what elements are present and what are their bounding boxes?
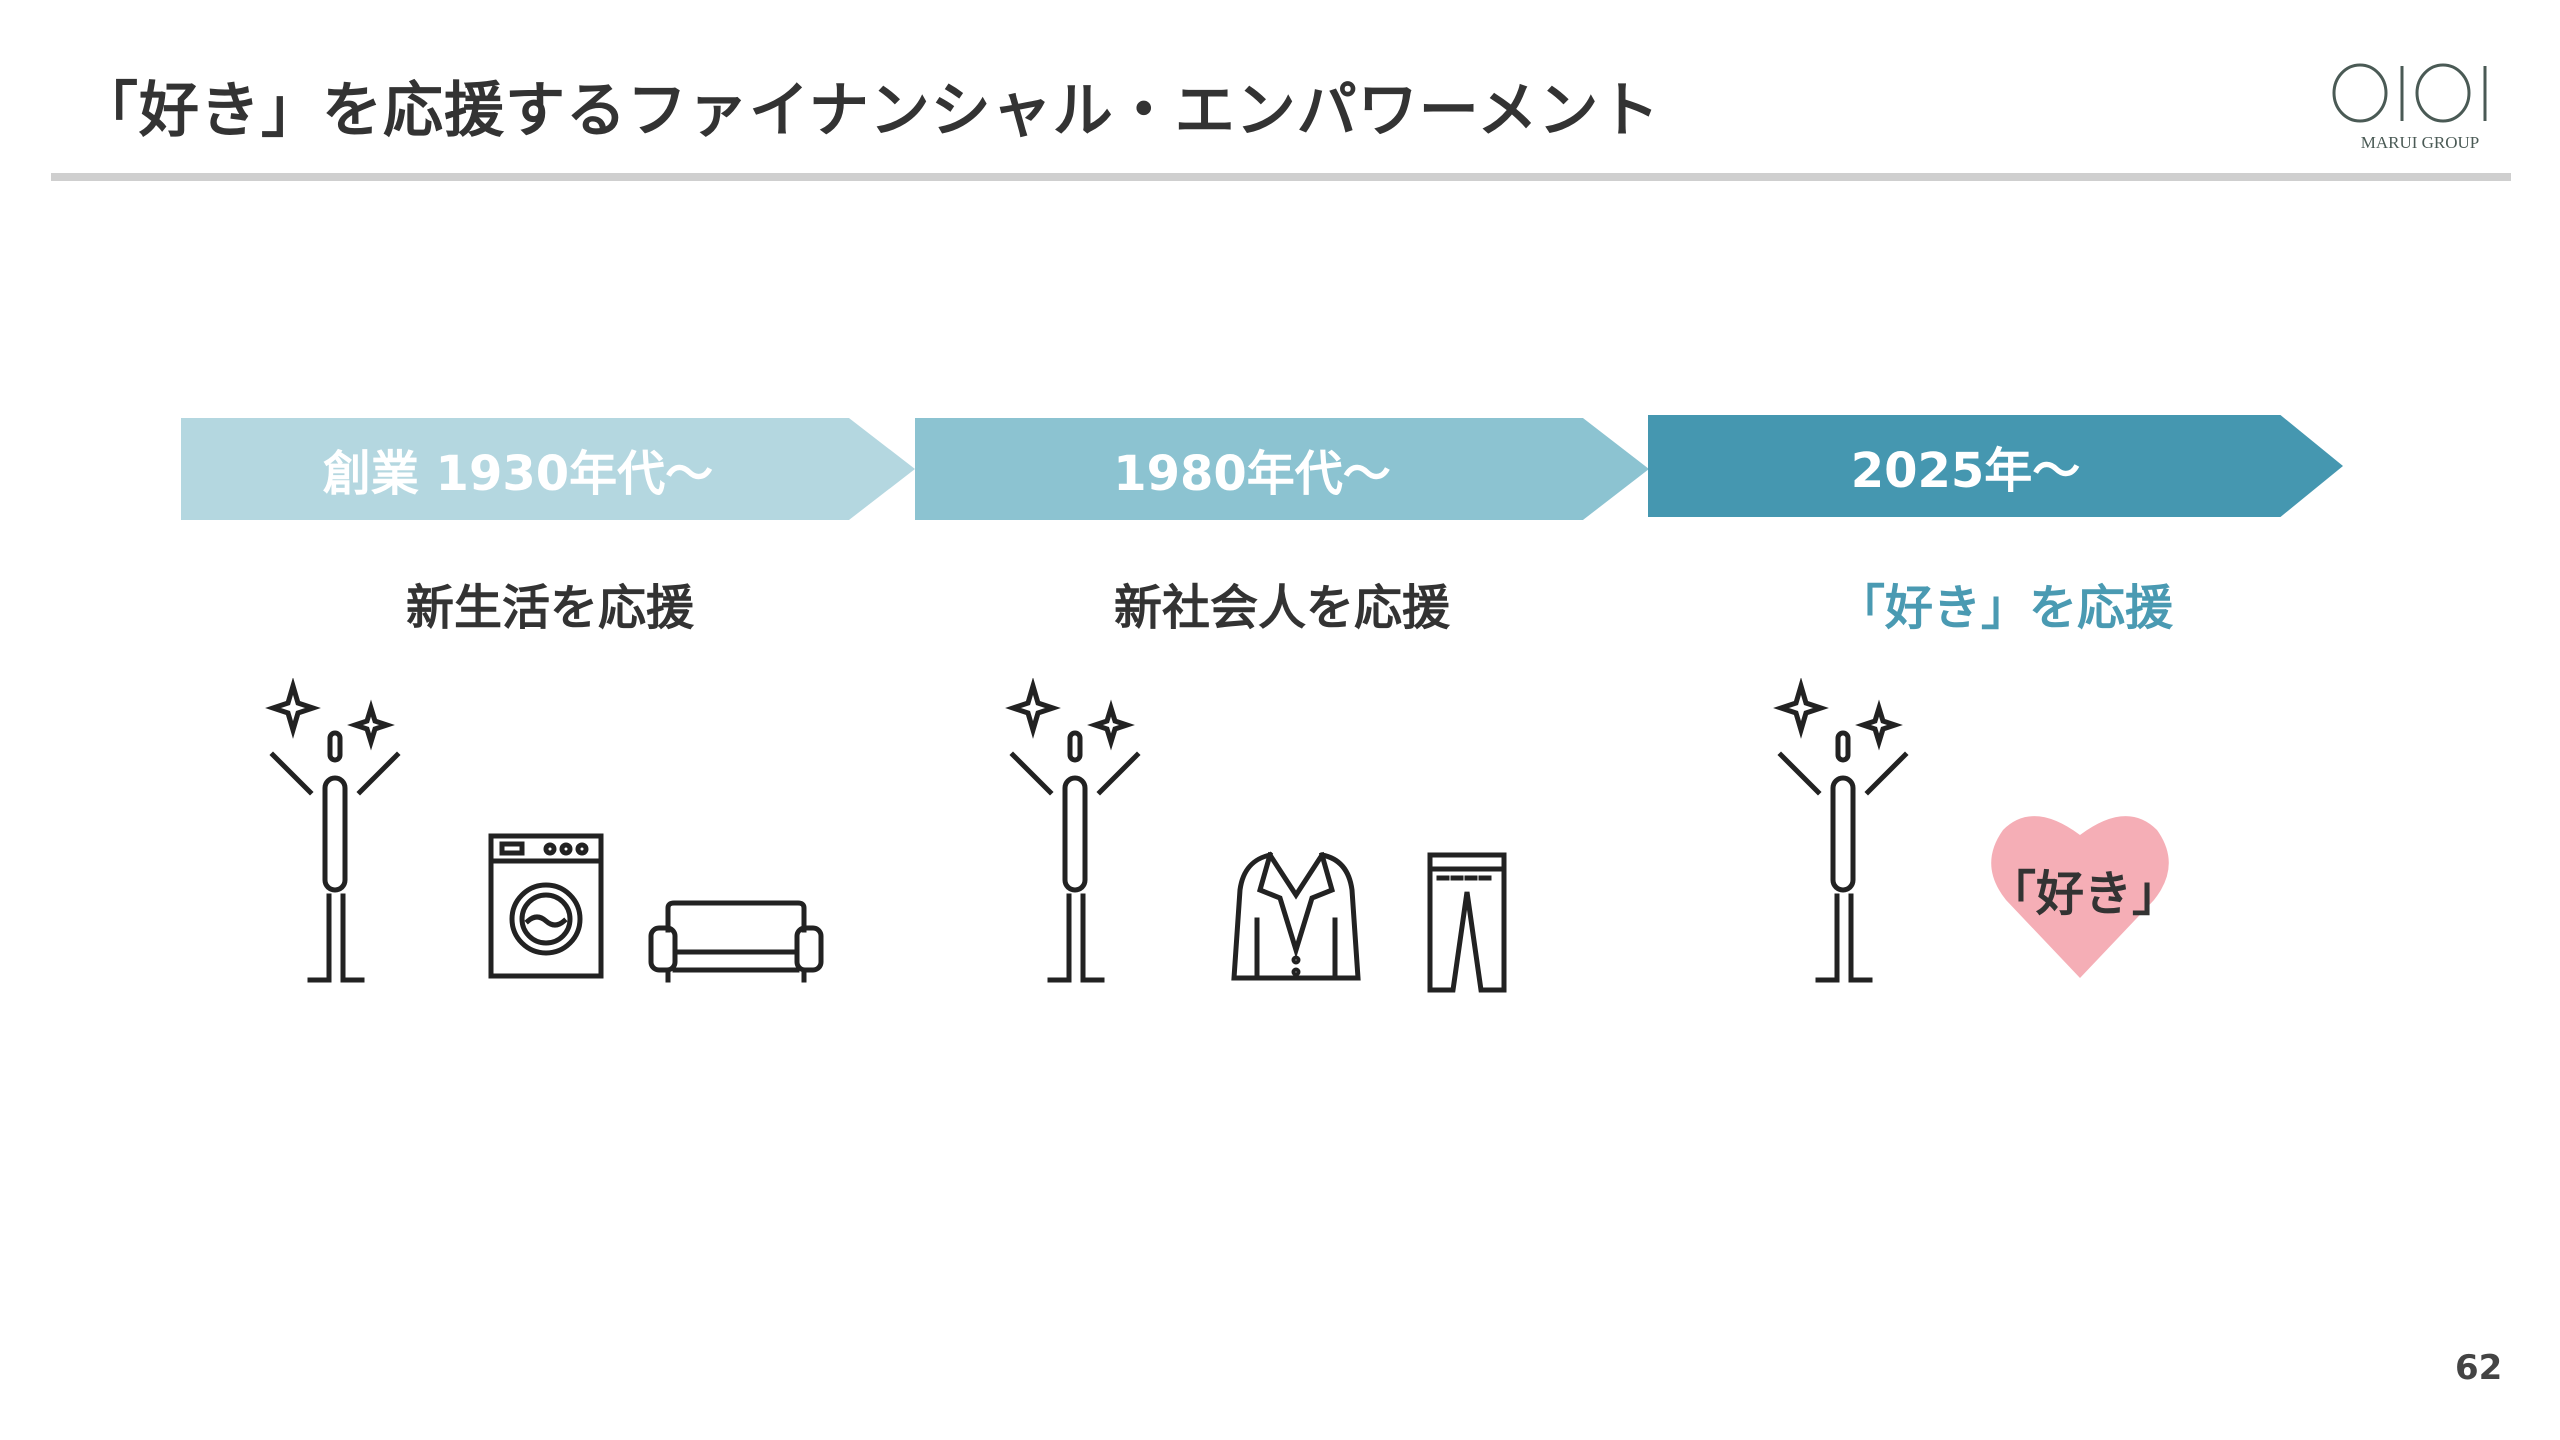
svg-text:MARUI GROUP: MARUI GROUP (2361, 133, 2480, 152)
subtitle-new-life: 新生活を応援 (405, 580, 694, 636)
pants-icon (1427, 852, 1507, 993)
timeline-step-1930s: 創業 1930年代〜 (181, 418, 915, 520)
person-cheering-icon (265, 678, 401, 983)
heart-favorite-badge: 「好き」 (1988, 810, 2181, 982)
sofa-icon (648, 900, 824, 983)
heart-label: 「好き」 (1988, 866, 2181, 922)
subtitle-new-employee: 新社会人を応援 (1113, 580, 1450, 636)
timeline-label: 創業 1930年代〜 (322, 446, 714, 502)
washing-machine-icon (488, 833, 604, 979)
heart-icon (1991, 816, 2169, 978)
person-cheering-icon (1773, 678, 1909, 983)
page-number: 62 (2455, 1348, 2503, 1388)
timeline-step-2025: 2025年〜 (1648, 415, 2343, 517)
timeline-label: 1980年代〜 (1113, 446, 1391, 502)
subtitle-favorite: 「好き」を応援 (1836, 580, 2173, 636)
timeline-label: 2025年〜 (1850, 443, 2081, 499)
suit-jacket-icon (1231, 851, 1361, 981)
person-cheering-icon (1005, 678, 1141, 983)
page-title: 「好き」を応援するファイナンシャル・エンパワーメント (78, 76, 1661, 146)
header-divider (51, 173, 2511, 181)
timeline-step-1980s: 1980年代〜 (915, 418, 1649, 520)
marui-group-logo: MARUI GROUP (2332, 63, 2487, 152)
